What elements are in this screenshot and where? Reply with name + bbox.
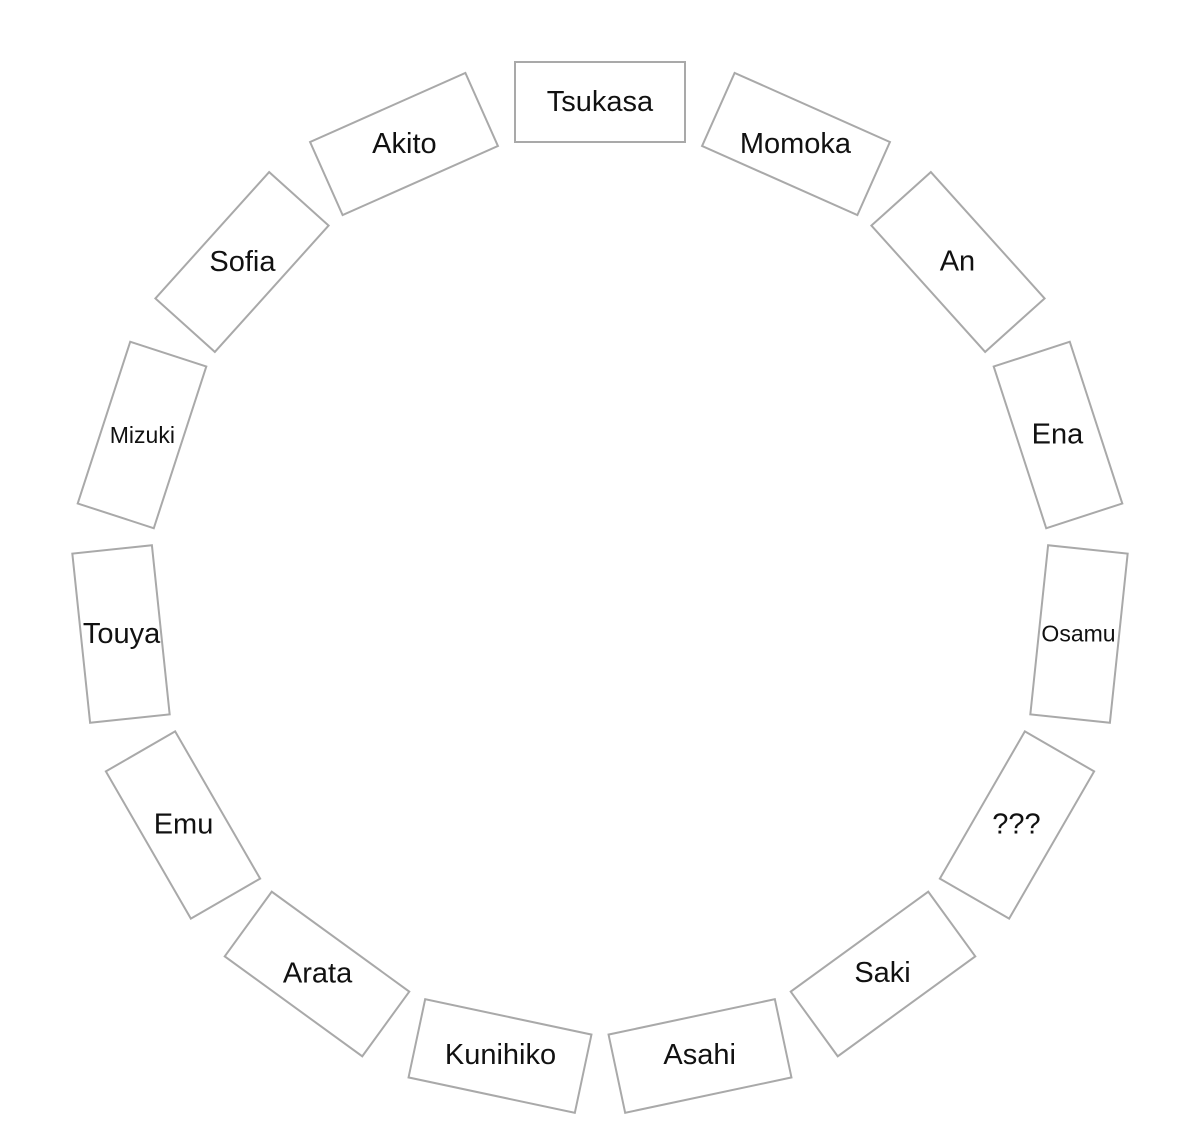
seat-label-osamu: Osamu (1042, 620, 1117, 647)
seat-label-sofia: Sofia (208, 245, 275, 278)
seat-card-mizuki: Mizuki (76, 340, 208, 530)
seat-label-kunihiko: Kunihiko (444, 1039, 556, 1071)
seat-label-saki: Saki (855, 957, 912, 990)
seat-card-sofia: Sofia (153, 170, 330, 353)
seat-label-unknown: ??? (993, 808, 1042, 841)
seat-label-mizuki: Mizuki (109, 421, 175, 448)
seat-card-tsukasa: Tsukasa (514, 61, 686, 143)
seat-card-arata: Arata (223, 890, 411, 1058)
seat-card-asahi: Asahi (607, 997, 793, 1114)
seat-card-kunihiko: Kunihiko (407, 997, 593, 1114)
seat-card-unknown: ??? (938, 730, 1096, 920)
seat-card-touya: Touya (70, 544, 171, 725)
seat-label-an: An (940, 244, 976, 277)
seat-card-akito: Akito (308, 71, 500, 217)
seat-label-asahi: Asahi (663, 1038, 737, 1071)
seat-label-tsukasa: Tsukasa (546, 85, 654, 118)
seat-label-ena: Ena (1032, 418, 1085, 451)
seat-card-osamu: Osamu (1029, 544, 1130, 725)
seat-card-emu: Emu (104, 730, 262, 920)
seat-card-saki: Saki (789, 890, 977, 1058)
seat-label-akito: Akito (371, 127, 437, 160)
seat-label-momoka: Momoka (740, 127, 852, 160)
seat-card-an: An (870, 170, 1047, 353)
seat-card-momoka: Momoka (700, 71, 892, 217)
seat-label-touya: Touya (81, 617, 160, 650)
seat-label-arata: Arata (282, 957, 352, 990)
seat-label-emu: Emu (152, 808, 213, 841)
seat-card-ena: Ena (992, 340, 1124, 530)
